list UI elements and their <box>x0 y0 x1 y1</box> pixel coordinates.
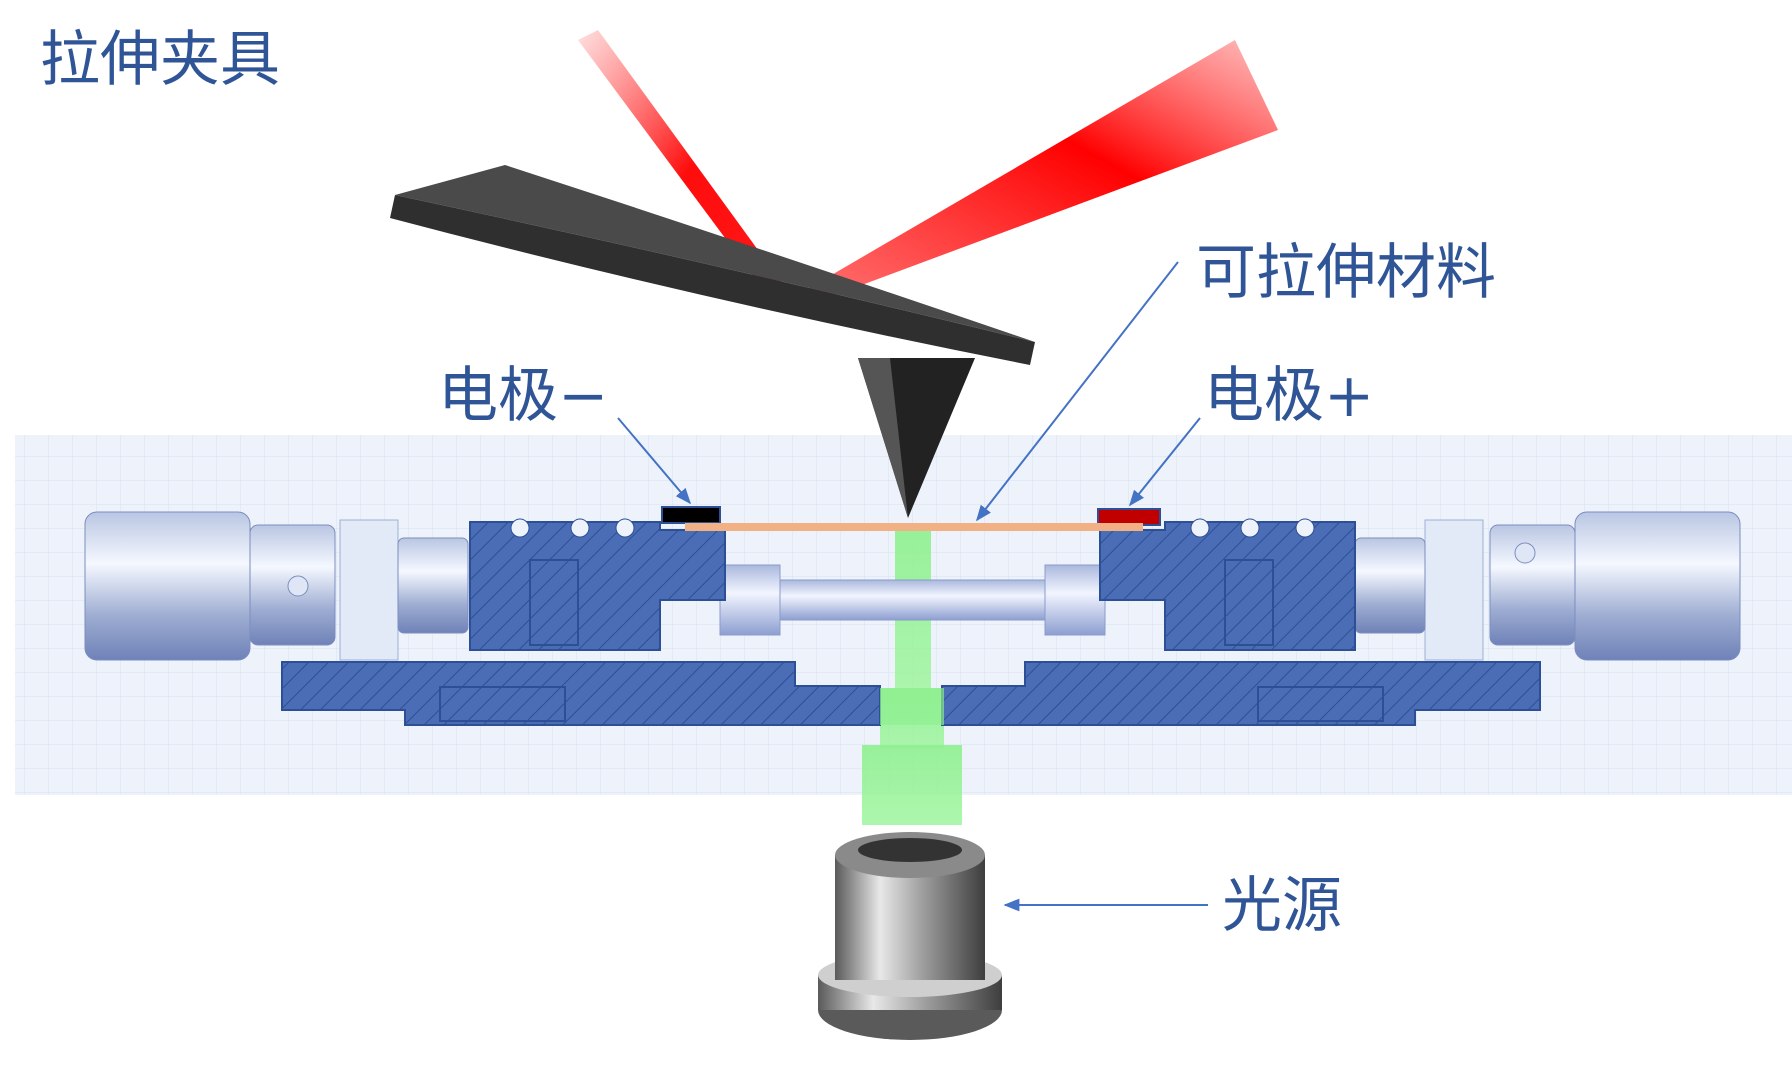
label-electrode-positive: 电极+ <box>1204 361 1375 431</box>
material-pointer <box>976 261 1179 522</box>
afm-cantilever <box>390 165 1035 518</box>
right-motor <box>1354 511 1741 661</box>
right-clamp <box>1099 518 1356 651</box>
label-light-source: 光源 <box>1222 871 1342 941</box>
label-stretchable-material: 可拉伸材料 <box>1196 238 1496 308</box>
label-electrode-negative: 电极− <box>438 361 609 431</box>
left-clamp <box>469 518 726 651</box>
light-source <box>818 832 1002 1040</box>
electrode-positive-pointer <box>1128 417 1201 507</box>
tension-rod <box>719 579 1106 621</box>
electrode-negative-pointer <box>617 417 692 505</box>
left-motor <box>84 511 469 661</box>
electrode-positive <box>1097 508 1161 526</box>
stretchable-material-strip <box>685 523 1143 531</box>
electrode-negative <box>661 506 721 524</box>
incident-laser-beam <box>578 30 798 312</box>
reflected-laser-beam <box>780 40 1278 308</box>
label-tensile-fixture: 拉伸夹具 <box>40 25 280 95</box>
